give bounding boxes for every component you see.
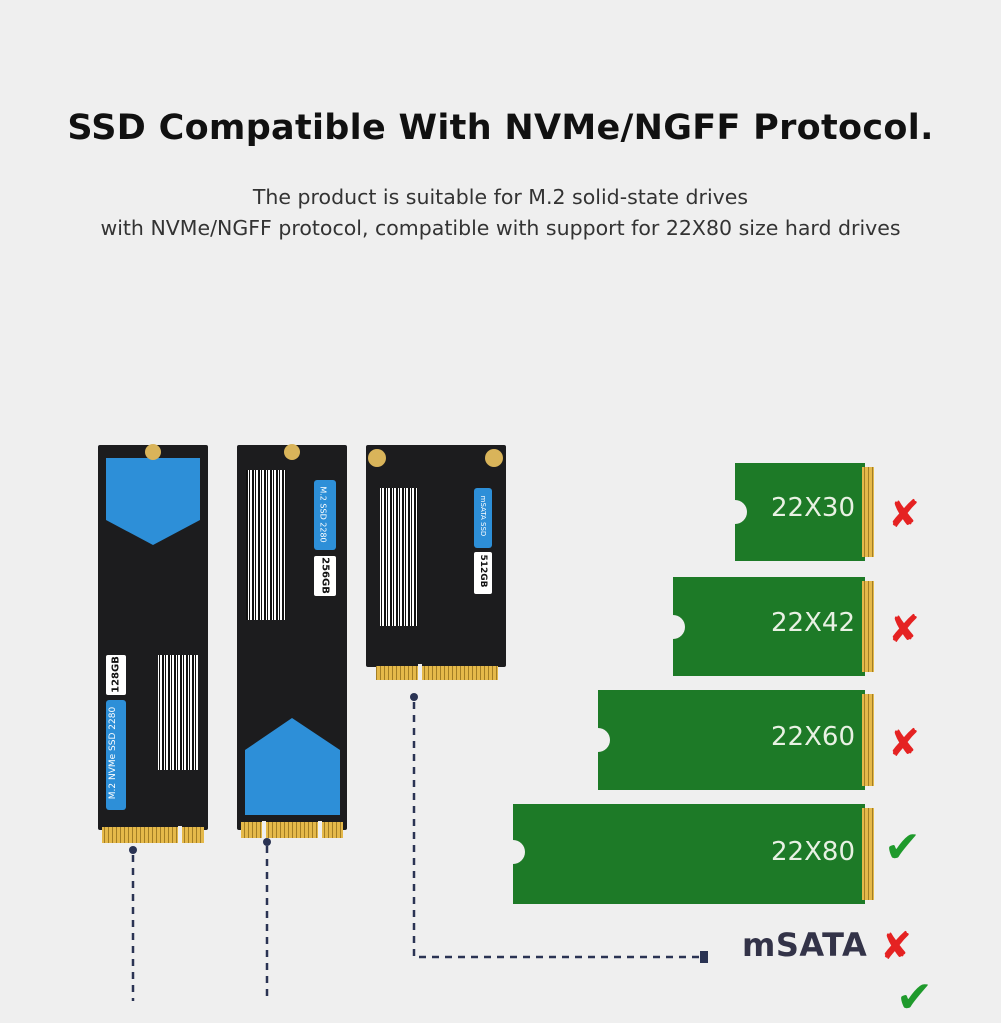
drive-m2-2280 (237, 444, 347, 839)
drive-nvme-2280 (98, 444, 208, 844)
check-icon-22x80: ✔ (884, 822, 921, 873)
subtitle-line-1: The product is suitable for M.2 solid-st… (252, 185, 749, 209)
cross-icon-22x60: ✘ (888, 721, 920, 765)
size-label-22x42: 22X42 (771, 608, 855, 638)
cross-icon-msata: ✘ (880, 924, 912, 968)
cross-icon-22x42: ✘ (888, 607, 920, 651)
board-22x42 (661, 577, 874, 676)
cross-icon-22x30: ✘ (888, 492, 920, 536)
drive2-capacity: 256GB (319, 557, 331, 594)
drive1-model-label: M.2 NVMe SSD 2280 (108, 706, 118, 800)
drive-msata (366, 445, 506, 682)
board-22x30 (723, 463, 874, 561)
board-22x60 (586, 690, 874, 790)
size-label-22x60: 22X60 (771, 722, 855, 752)
drive3-model-label: mSATA SSD (479, 495, 487, 537)
check-icon-partial: ✔ (896, 972, 933, 1023)
board-22x80 (501, 804, 874, 904)
subtitle-line-2: with NVMe/NGFF protocol, compatible with… (100, 216, 901, 240)
size-label-22x80: 22X80 (771, 837, 855, 867)
subtitle: The product is suitable for M.2 solid-st… (0, 182, 1001, 244)
page-title: SSD Compatible With NVMe/NGFF Protocol. (67, 108, 934, 148)
drive3-capacity: 512GB (478, 554, 488, 588)
drive1-capacity: 128GB (110, 656, 122, 693)
size-label-22x30: 22X30 (771, 493, 855, 523)
connector-lines (131, 702, 704, 1001)
msata-label: mSATA (742, 926, 868, 964)
drive2-model-label: M.2 SSD 2280 (318, 486, 328, 543)
ssd-illustration (98, 444, 874, 1001)
